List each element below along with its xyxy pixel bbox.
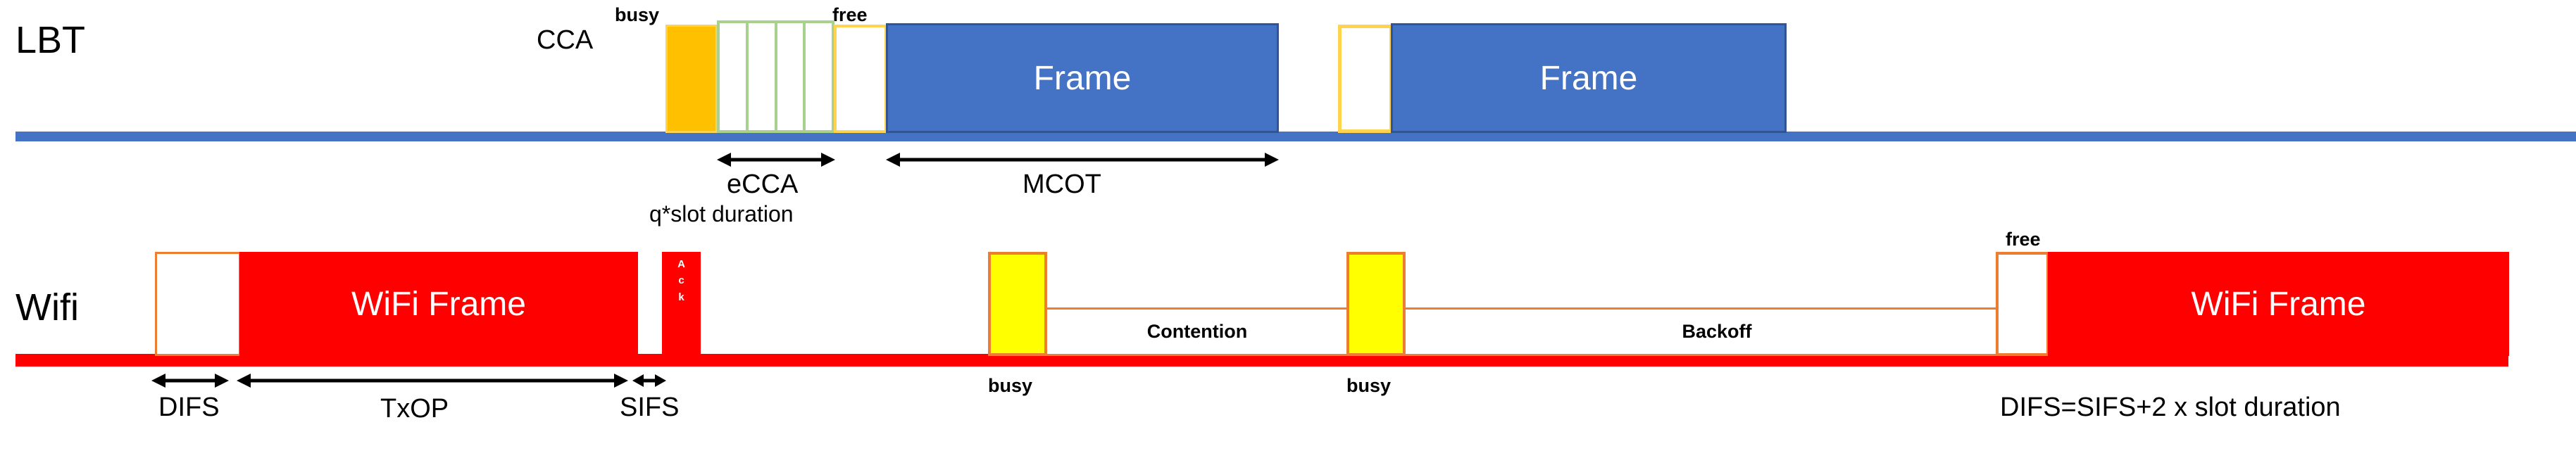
lbt-busy-block: [665, 25, 718, 133]
mcot-measure-label: MCOT: [1023, 170, 1101, 199]
wifi-frame-2-label: WiFi Frame: [2191, 285, 2366, 323]
lbt-timeline-baseline: [15, 132, 2576, 141]
wifi-busy-label-2: busy: [1346, 375, 1392, 396]
wifi-busy-label-1: busy: [988, 375, 1033, 396]
wifi-timeline-baseline: [15, 354, 2508, 367]
wifi-frame-1-label: WiFi Frame: [351, 285, 526, 323]
ecca-sub-label: q*slot duration: [649, 201, 794, 227]
wifi-backoff-block: Backoff: [1403, 307, 2030, 356]
sifs-measure-label: SIFS: [620, 393, 680, 422]
wifi-contention-label: Contention: [1146, 321, 1248, 342]
difs-measure-label: DIFS: [158, 393, 220, 422]
ecca-slot-cell: [748, 23, 777, 130]
wifi-frame-1: WiFi Frame: [239, 252, 638, 356]
ack-letter-a: A: [677, 258, 685, 270]
lbt-busy-label: busy: [615, 4, 660, 25]
txop-measure-arrow: [237, 371, 628, 390]
wifi-row-label: Wifi: [15, 286, 79, 329]
lbt-frame-1: Frame: [886, 23, 1279, 133]
wifi-ack-block: A c k: [662, 252, 701, 356]
ack-letter-k: k: [678, 291, 684, 303]
mcot-measure-arrow: [886, 151, 1279, 169]
ecca-slot-group: [717, 20, 834, 133]
lbt-frame-2-label: Frame: [1539, 59, 1638, 97]
wifi-free-label: free: [2006, 229, 2041, 250]
ecca-measure-label: eCCA: [727, 170, 799, 199]
lbt-free-block: [834, 25, 887, 133]
cca-label: CCA: [537, 25, 594, 55]
lbt-free-label: free: [832, 4, 868, 25]
ecca-slot-cell: [777, 23, 806, 130]
lbt-frame-1-label: Frame: [1033, 59, 1132, 97]
wifi-contention-block: Contention: [1045, 307, 1349, 356]
ack-letter-c: c: [678, 274, 684, 287]
wifi-busy-block-2: [1346, 252, 1406, 356]
lbt-row-label: LBT: [15, 19, 86, 61]
txop-measure-label: TxOP: [380, 394, 449, 424]
ecca-slot-cell: [720, 23, 749, 130]
wifi-backoff-label: Backoff: [1682, 321, 1752, 342]
wifi-free-block: [1996, 252, 2049, 356]
ecca-measure-arrow: [717, 151, 835, 169]
sifs-measure-arrow: [632, 371, 666, 390]
difs-formula-note: DIFS=SIFS+2 x slot duration: [2000, 393, 2341, 422]
lbt-interframe-gap-block: [1338, 25, 1393, 133]
difs-measure-arrow: [151, 371, 229, 390]
lbt-frame-2: Frame: [1391, 23, 1787, 133]
wifi-frame-2: WiFi Frame: [2048, 252, 2509, 356]
wifi-difs-block: [155, 252, 241, 356]
wifi-busy-block-1: [988, 252, 1047, 356]
ecca-slot-cell: [806, 23, 832, 130]
